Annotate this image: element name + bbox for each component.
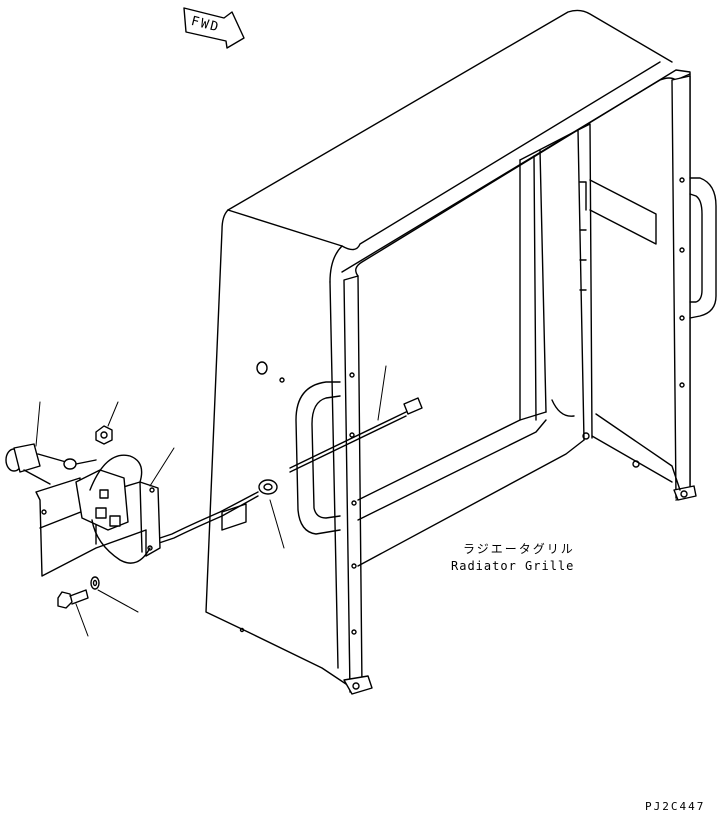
right-handle — [689, 177, 717, 319]
panel-holes — [221, 361, 285, 633]
washer — [90, 576, 100, 590]
fwd-arrow-icon — [183, 7, 245, 49]
wiring-harness — [147, 397, 423, 547]
grille-housing — [205, 9, 697, 695]
bolt — [57, 589, 89, 609]
leader-lines — [35, 365, 387, 637]
nut — [95, 425, 113, 445]
switch-bracket — [35, 454, 161, 577]
switch-assembly — [5, 443, 97, 485]
caption-japanese: ラジエータグリル — [463, 542, 575, 556]
caption-english: Radiator Grille — [451, 559, 575, 573]
drawing-code: PJ2C447 — [645, 800, 706, 813]
